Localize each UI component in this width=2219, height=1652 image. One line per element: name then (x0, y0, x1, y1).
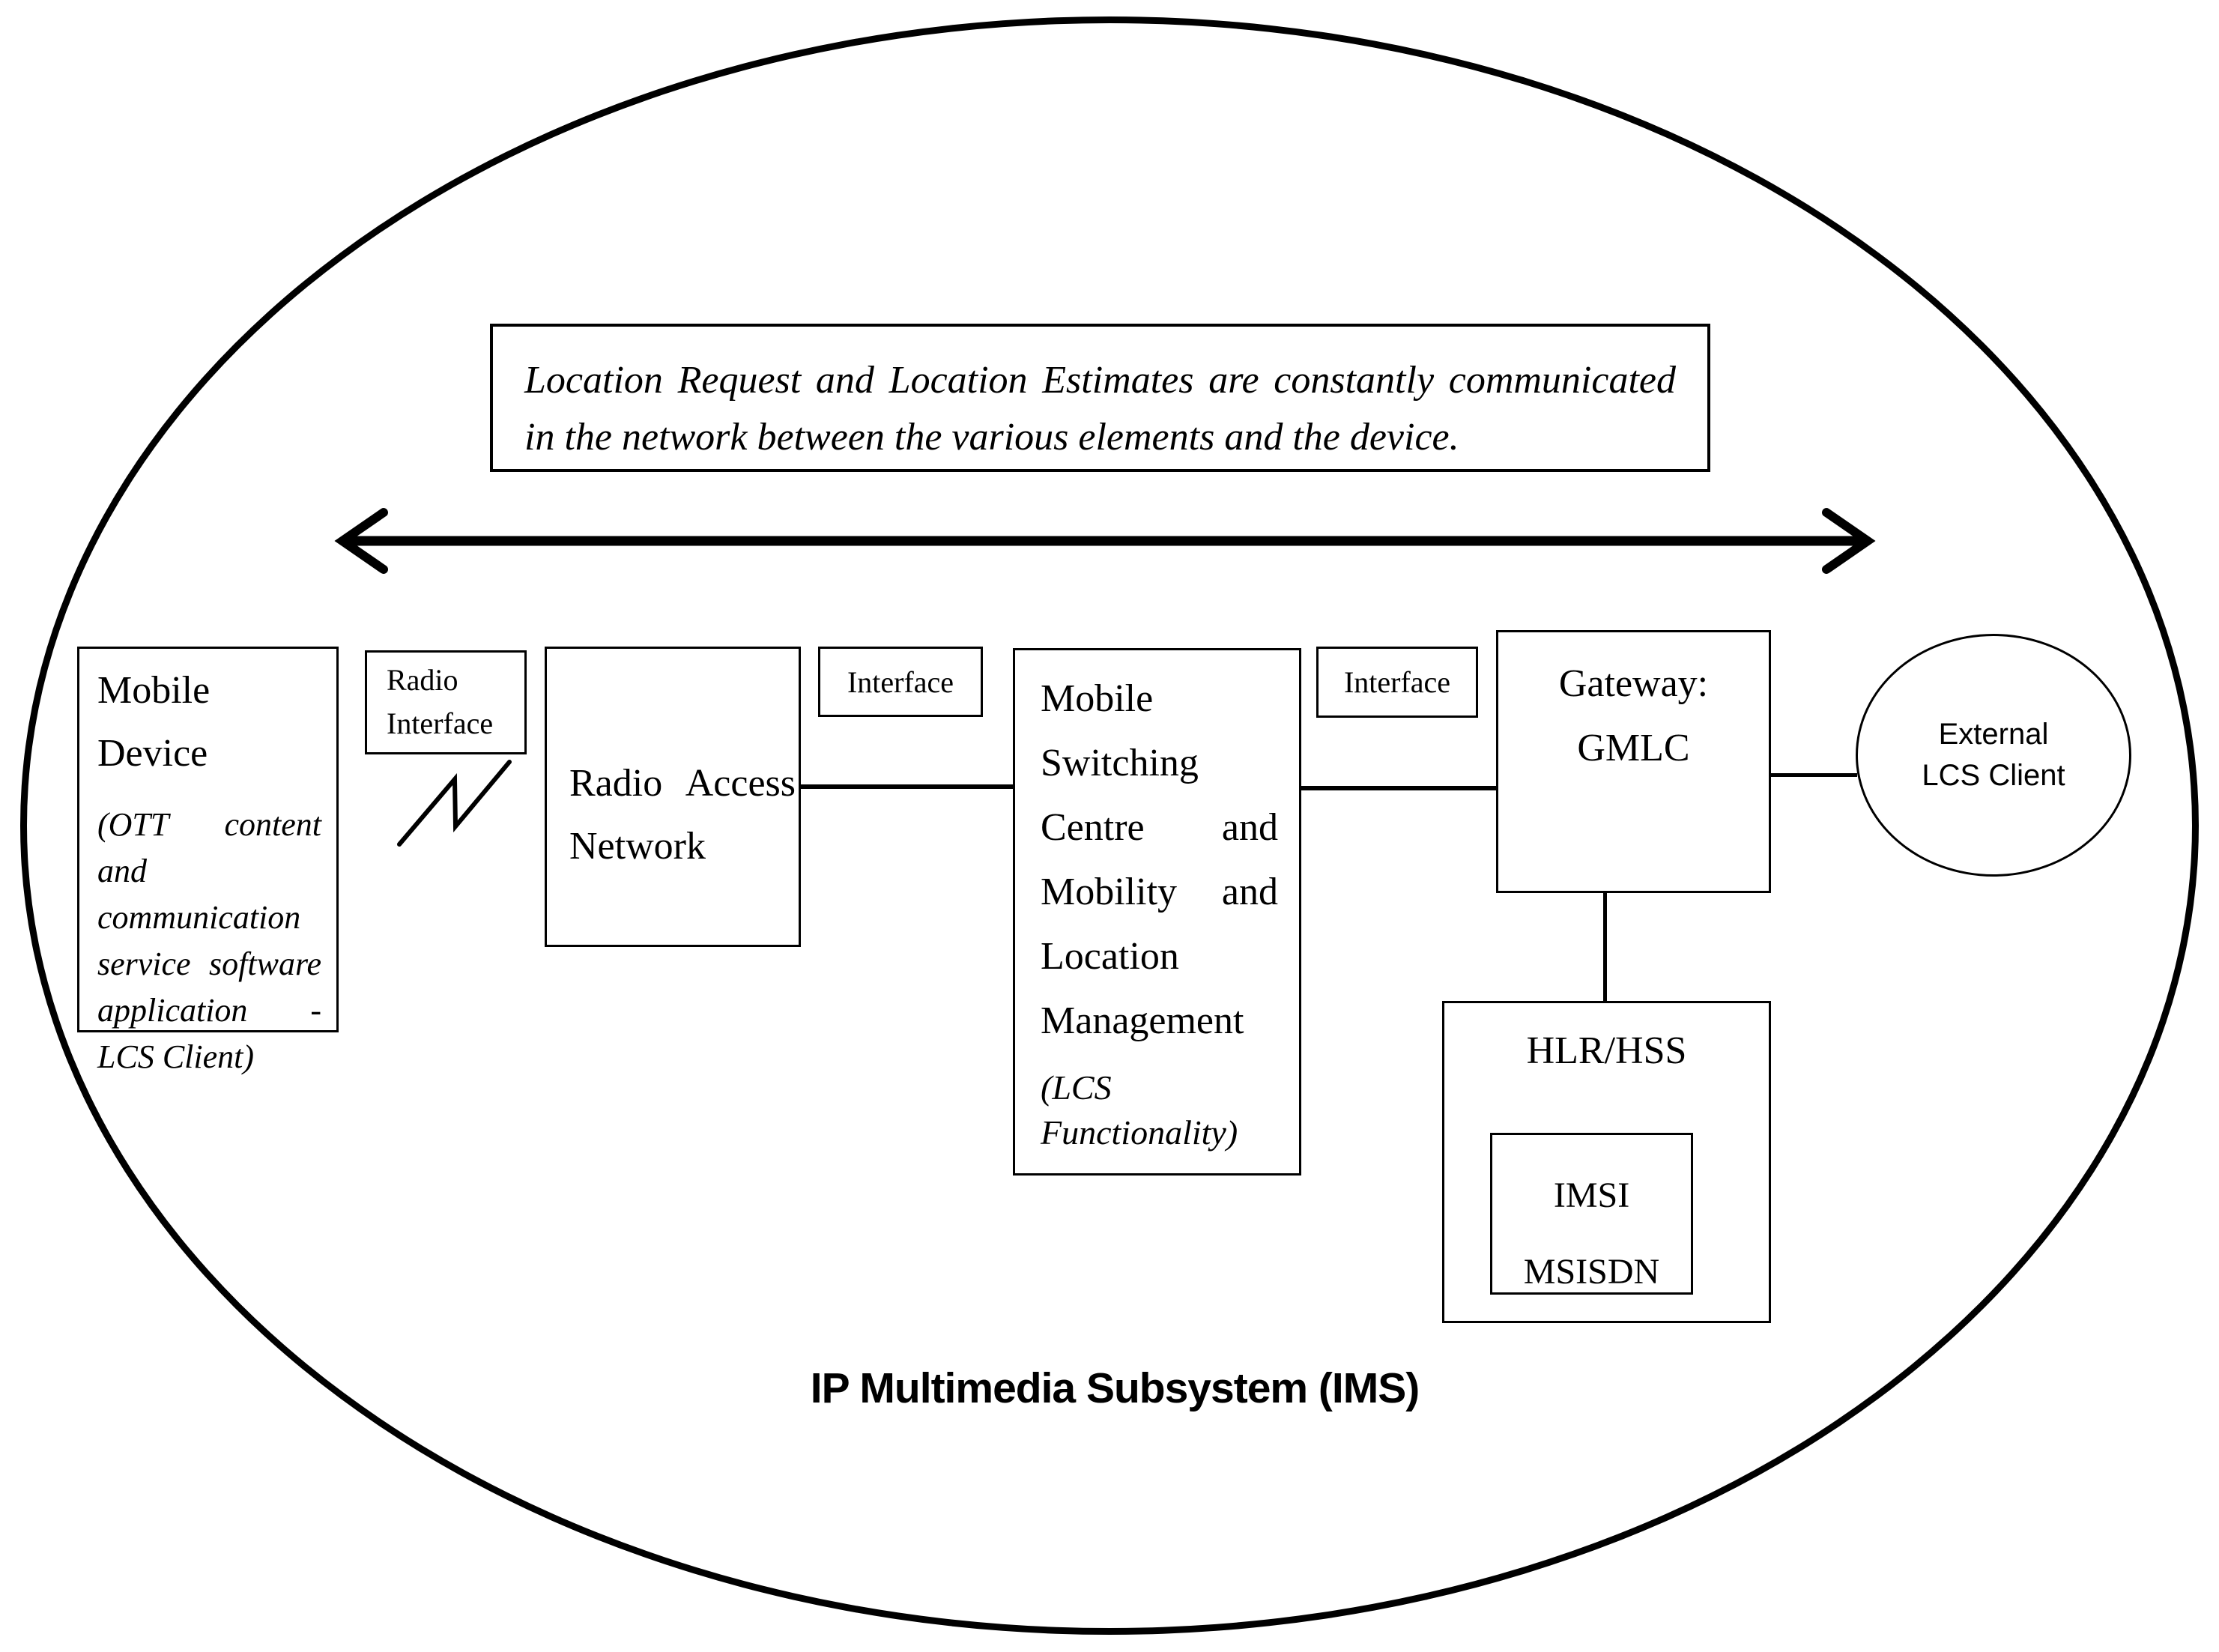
external-lcs-label-line1: External (1938, 718, 2049, 751)
radio-interface-label-line2: Interface (387, 707, 494, 740)
radio-interface-label-line1: Radio (387, 663, 458, 697)
note-text-line2: in the network between the various eleme… (524, 416, 1459, 459)
ims-title-label: IP Multimedia Subsystem (IMS) (810, 1364, 1420, 1412)
msc-subtitle: (LCS Functionality) (1041, 1068, 1238, 1152)
connector-gateway-external (1771, 773, 1857, 777)
hlr-hss-box: HLR/HSS (1442, 1001, 1771, 1323)
lightning-bolt-icon (397, 760, 512, 847)
interface-box-right: Interface (1316, 647, 1478, 718)
interface-right-label: Interface (1343, 665, 1451, 699)
ims-boundary-ellipse (20, 16, 2199, 1635)
external-lcs-client-ellipse: External LCS Client (1856, 634, 2131, 877)
connector-gateway-hlr (1603, 892, 1607, 1002)
connector-msc-gateway (1301, 786, 1496, 790)
gateway-label-line2: GMLC (1577, 727, 1690, 769)
gateway-label-line1: Gateway: (1558, 662, 1709, 705)
hlr-hss-label: HLR/HSS (1526, 1029, 1687, 1072)
gateway-gmlc-box: Gateway: GMLC (1496, 630, 1771, 893)
mobile-device-title-line1: Mobile (97, 669, 211, 712)
radio-access-network-box: Radio Access Network (545, 647, 801, 947)
connector-ran-msc (801, 784, 1013, 789)
lightning-bolt-stroke (397, 760, 512, 847)
external-lcs-label-line2: LCS Client (1922, 759, 2065, 792)
mobile-device-subtitle: (OTT content and communication service s… (97, 806, 321, 1075)
mobile-device-title-line2: Device (97, 732, 208, 775)
mobile-device-box: Mobile Device (OTT content and communica… (77, 647, 339, 1075)
radio-interface-box: Radio Interface (365, 650, 527, 754)
radio-access-network-label: Radio Access Network (569, 762, 796, 868)
arrowhead-left (334, 508, 388, 574)
note-text-line1: Location Request and Location Estimates … (524, 359, 1676, 402)
msisdn-label: MSISDN (1523, 1252, 1660, 1292)
interface-box-left: Interface (818, 647, 983, 717)
msc-label: Mobile Switching Centre and Mobility and… (1041, 677, 1278, 1042)
imsi-label: IMSI (1553, 1176, 1630, 1215)
mobile-switching-centre-box: Mobile Switching Centre and Mobility and… (1013, 648, 1301, 1176)
double-arrow-icon (334, 508, 1876, 574)
note-box: Location Request and Location Estimates … (490, 324, 1710, 472)
imsi-msisdn-box: IMSI MSISDN (1490, 1133, 1693, 1295)
arrowhead-right (1822, 508, 1876, 574)
interface-left-label: Interface (847, 665, 954, 699)
